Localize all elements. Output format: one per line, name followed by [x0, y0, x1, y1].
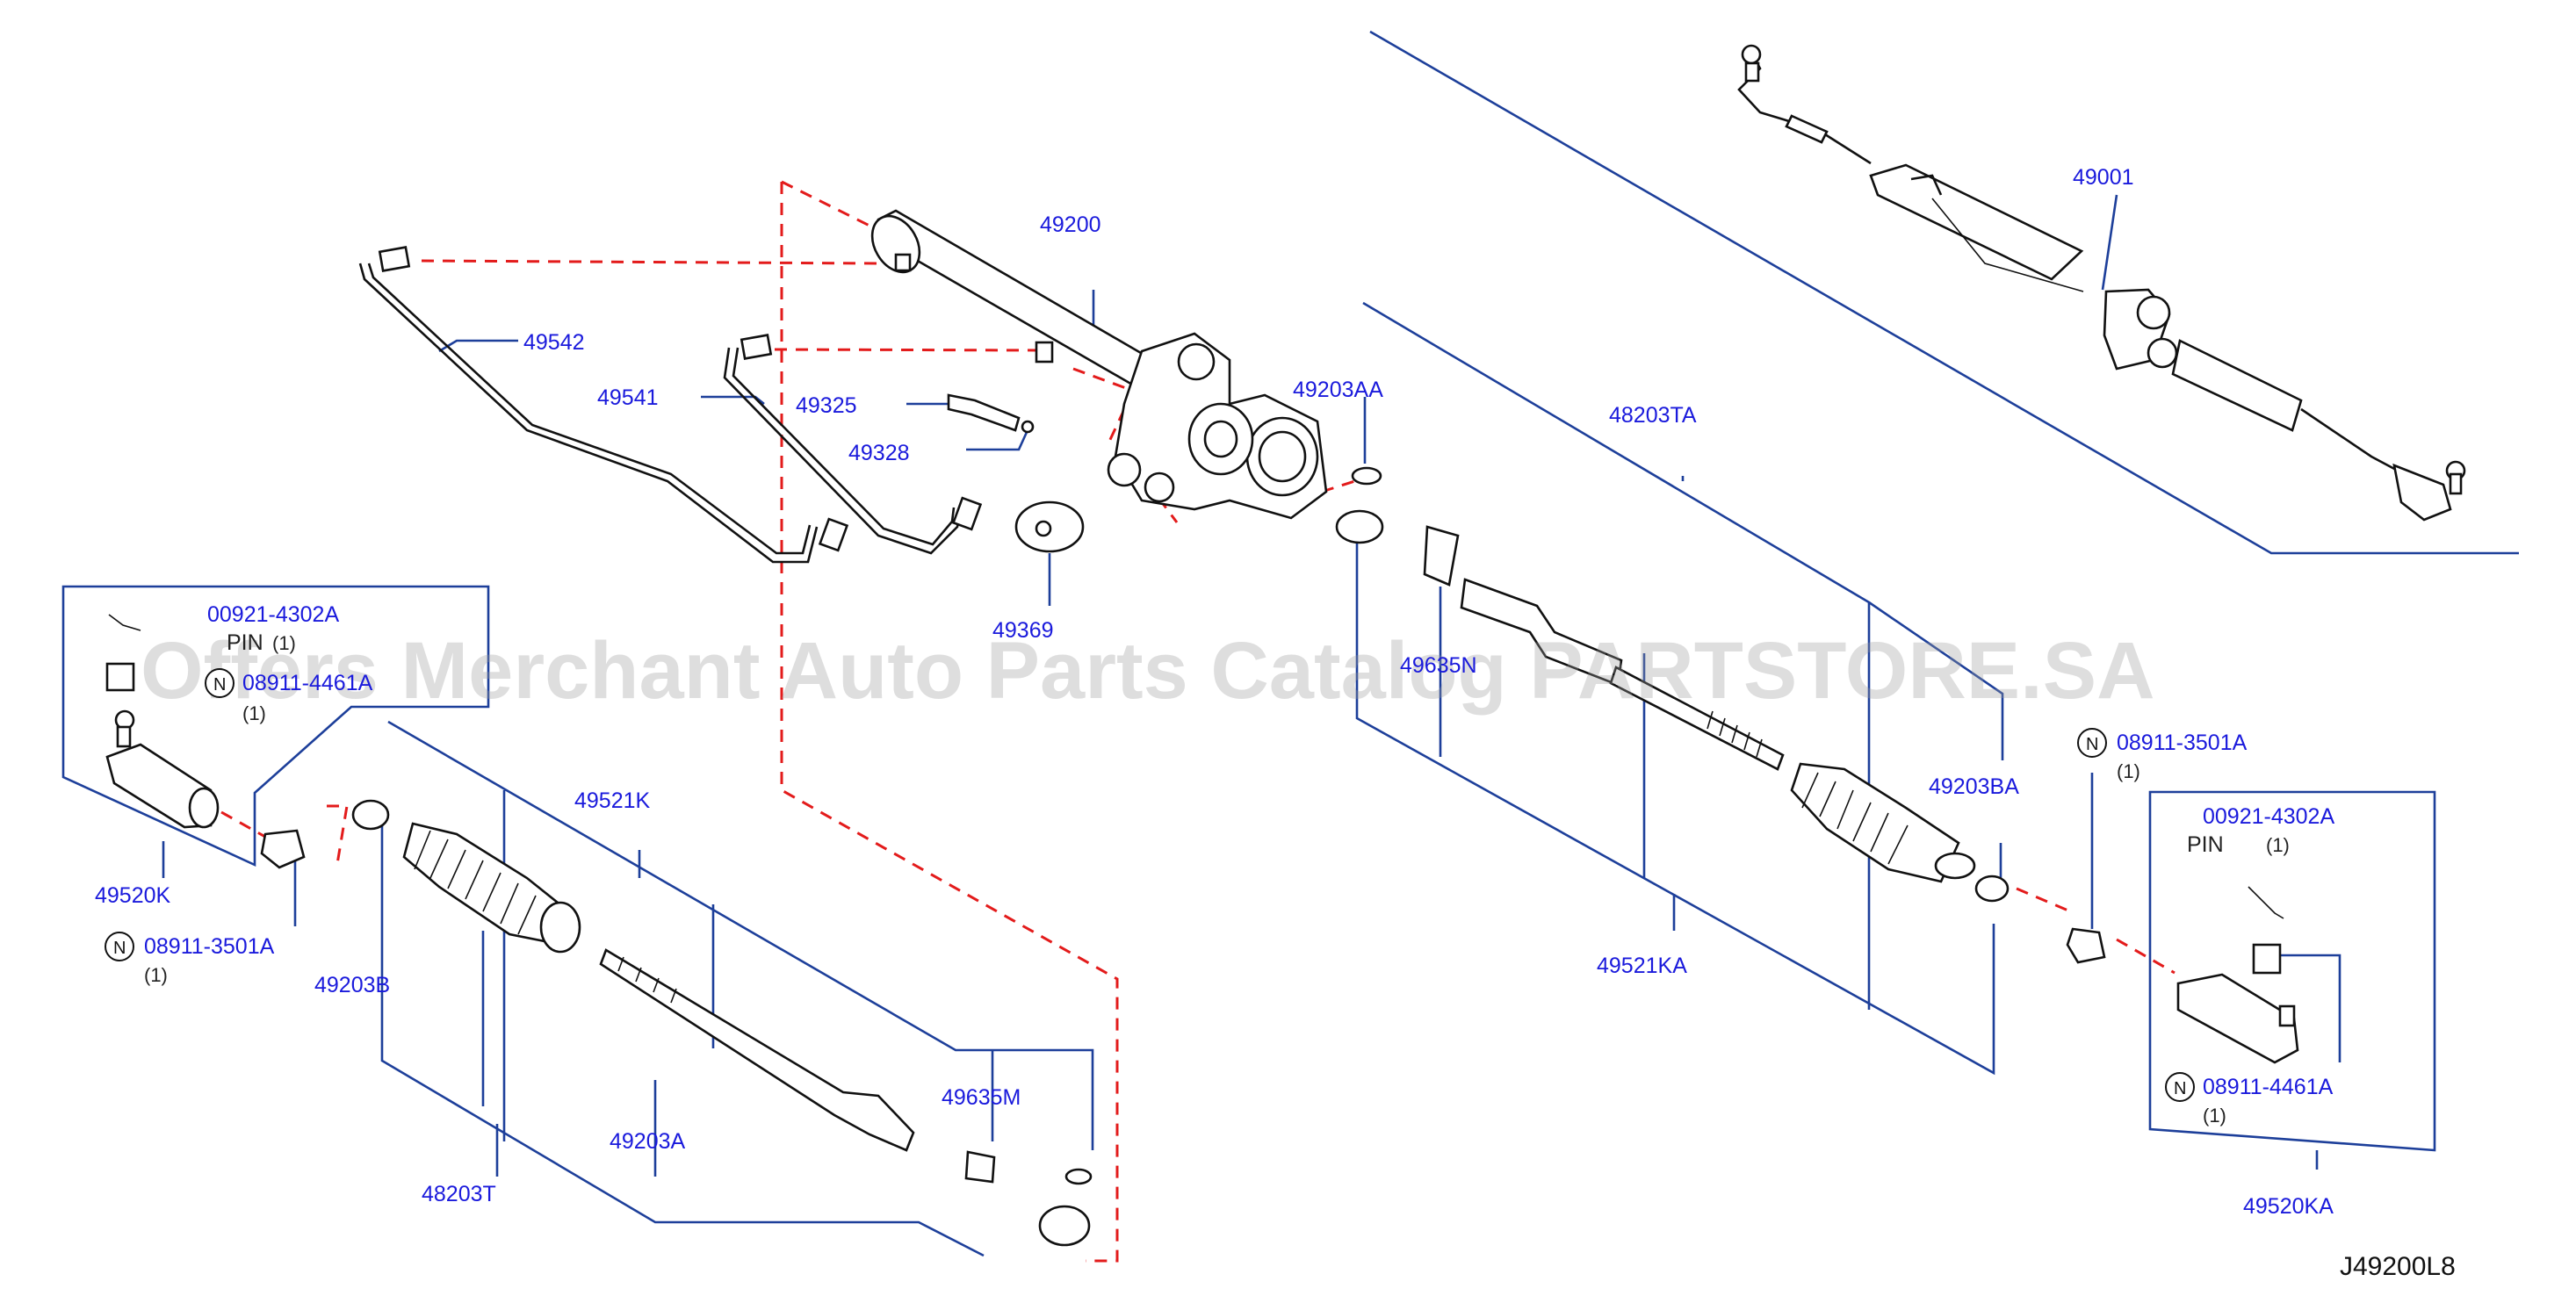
label-48203T[interactable]: 48203T: [422, 1182, 496, 1206]
label-49369[interactable]: 49369: [992, 618, 1054, 643]
right-nut-qty: (1): [2203, 1105, 2226, 1127]
part-labels: 49001 49200 49542 49541 49325 49328 4936…: [95, 165, 2334, 1219]
label-49520K[interactable]: 49520K: [95, 883, 171, 908]
label-49203BA[interactable]: 49203BA: [1929, 774, 2019, 799]
left-nut-qty: (1): [242, 702, 266, 724]
left-kit-labels: 00921-4302A PIN (1) N 08911-4461A (1) N …: [105, 602, 373, 986]
label-49635N[interactable]: 49635N: [1400, 653, 1477, 678]
right-pin-part-number[interactable]: 00921-4302A: [2203, 804, 2334, 829]
right-nut-part-number[interactable]: 08911-4461A: [2203, 1075, 2334, 1099]
label-49203AA[interactable]: 49203AA: [1293, 378, 1383, 402]
fittings: [947, 393, 1085, 553]
label-49520KA[interactable]: 49520KA: [2243, 1194, 2334, 1219]
right-upper-nut-part-number[interactable]: 08911-3501A: [2117, 731, 2248, 755]
label-48203TA[interactable]: 48203TA: [1609, 403, 1697, 428]
left-lower-nut-marker-letter: N: [113, 939, 126, 958]
left-tie-rod-end: [105, 614, 306, 869]
label-49541[interactable]: 49541: [597, 385, 659, 410]
label-49521K[interactable]: 49521K: [574, 788, 651, 813]
left-pin-qty: (1): [272, 632, 296, 654]
left-pin-part-number[interactable]: 00921-4302A: [207, 602, 339, 627]
label-49200[interactable]: 49200: [1040, 212, 1101, 237]
right-rack-parts: [1335, 466, 2106, 964]
label-49521KA[interactable]: 49521KA: [1597, 954, 1687, 978]
right-nut-marker-letter: N: [2174, 1079, 2186, 1098]
diagram-code: J49200L8: [2340, 1252, 2456, 1281]
left-lower-nut-marker-icon: [105, 932, 134, 961]
hydraulic-tubes: [358, 246, 983, 564]
steering-gear-assembly: [1737, 44, 2466, 522]
label-49635M[interactable]: 49635M: [942, 1085, 1021, 1110]
right-upper-nut-qty: (1): [2117, 760, 2140, 782]
label-49325[interactable]: 49325: [796, 393, 857, 418]
left-pin-name: PIN: [227, 630, 263, 655]
gear-housing: [870, 209, 1328, 520]
right-pin-name: PIN: [2187, 832, 2224, 857]
watermark: Offers Merchant Auto Parts Catalog PARTS…: [141, 626, 2155, 716]
leader-lines: [61, 30, 2519, 1257]
right-upper-nut-marker-letter: N: [2086, 735, 2098, 754]
right-tie-rod-end: [2176, 886, 2299, 1064]
left-lower-nut-qty: (1): [144, 964, 168, 986]
label-49203A[interactable]: 49203A: [610, 1129, 686, 1154]
label-49203B[interactable]: 49203B: [314, 973, 390, 997]
right-pin-qty: (1): [2266, 834, 2290, 856]
right-upper-nut-marker-icon: [2077, 728, 2107, 758]
label-49328[interactable]: 49328: [848, 441, 910, 465]
label-49542[interactable]: 49542: [523, 330, 585, 355]
left-nut-part-number[interactable]: 08911-4461A: [242, 671, 373, 695]
left-lower-nut-part-number[interactable]: 08911-3501A: [144, 934, 275, 959]
left-rack-parts: [351, 799, 1093, 1247]
right-nut-marker-icon: [2165, 1072, 2195, 1102]
left-nut-marker-letter: N: [213, 675, 226, 695]
left-nut-marker-icon: [205, 668, 235, 698]
alignment-dashed-lines: [220, 180, 2176, 1263]
label-49001[interactable]: 49001: [2073, 165, 2134, 190]
right-kit-labels: N 08911-3501A (1) 00921-4302A PIN (1) N …: [2077, 728, 2334, 1127]
